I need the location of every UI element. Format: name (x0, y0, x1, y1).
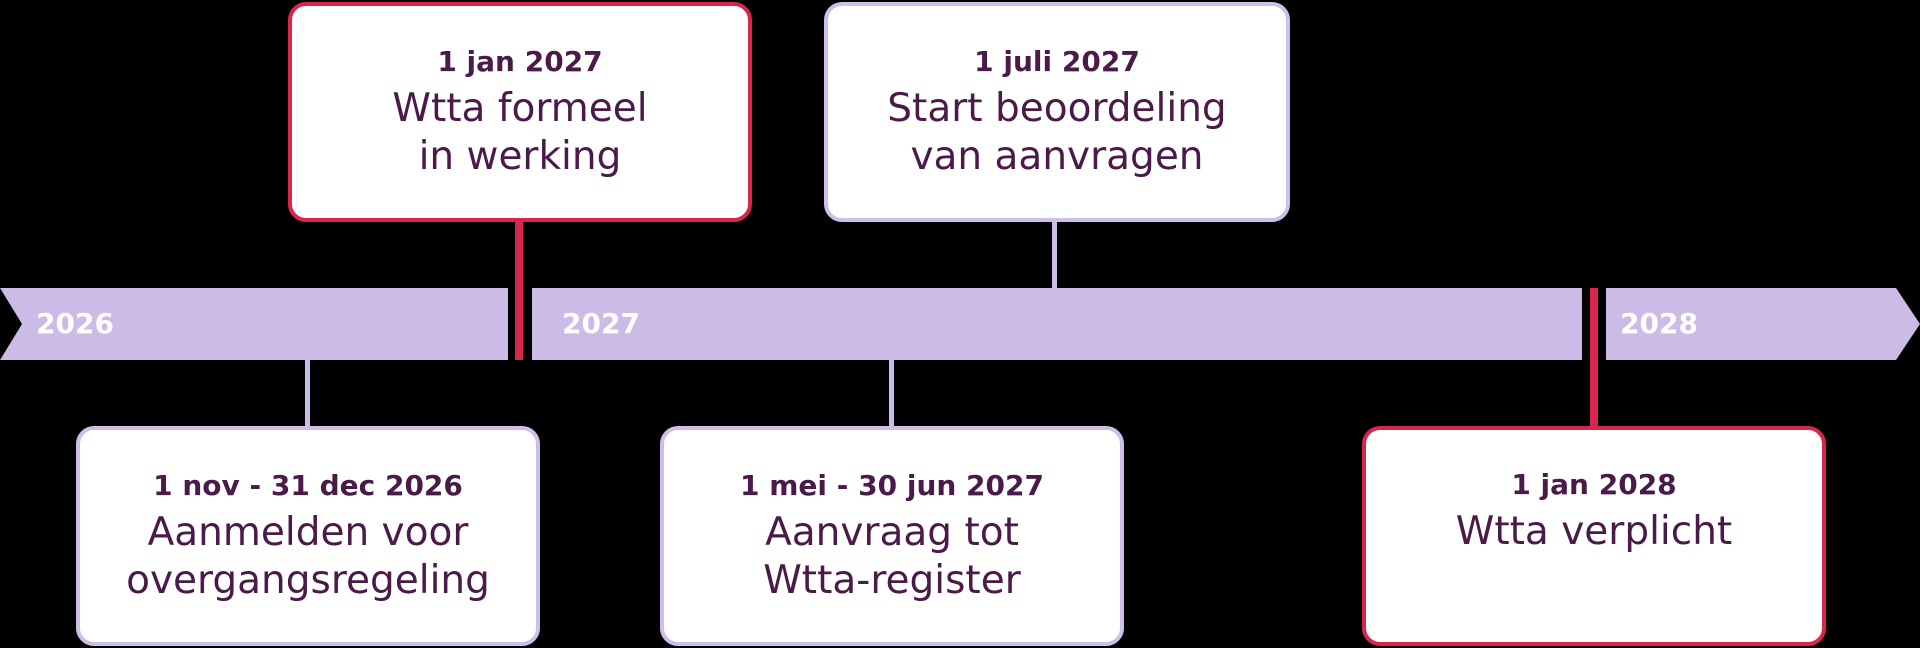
year-label-2027: 2027 (562, 307, 640, 340)
milestone-card-wtta-verplicht: 1 jan 2028 Wtta verplicht (1362, 426, 1826, 646)
milestone-date: 1 nov - 31 dec 2026 (153, 469, 463, 502)
milestone-card-aanvraag: 1 mei - 30 jun 2027 Aanvraag tot Wtta-re… (660, 426, 1124, 646)
milestone-title: Wtta formeel in werking (392, 86, 648, 179)
milestone-title: Start beoordeling van aanvragen (887, 86, 1227, 179)
divider-2027-marker (515, 220, 523, 360)
milestone-title: Aanmelden voor overgangsregeling (126, 510, 490, 603)
year-label-2026: 2026 (36, 307, 114, 340)
divider-2028-marker (1590, 288, 1598, 428)
milestone-date: 1 jan 2028 (1511, 468, 1677, 501)
milestone-date: 1 jan 2027 (437, 45, 603, 78)
milestone-card-aanmelden: 1 nov - 31 dec 2026 Aanmelden voor overg… (76, 426, 540, 646)
connector-start-beoordeling (1052, 220, 1057, 288)
milestone-title: Aanvraag tot Wtta-register (763, 510, 1021, 603)
milestone-card-wtta-formeel: 1 jan 2027 Wtta formeel in werking (288, 2, 752, 222)
milestone-date: 1 juli 2027 (974, 45, 1140, 78)
band-segment-2027 (532, 288, 1582, 360)
milestone-card-start-beoordeling: 1 juli 2027 Start beoordeling van aanvra… (824, 2, 1290, 222)
year-label-2028: 2028 (1620, 307, 1698, 340)
milestone-title: Wtta verplicht (1455, 509, 1733, 554)
milestone-date: 1 mei - 30 jun 2027 (740, 469, 1044, 502)
connector-aanvraag (889, 360, 894, 426)
connector-aanmelden (305, 360, 310, 426)
band-segment-2026 (0, 288, 508, 360)
band-segment-2028 (1606, 288, 1920, 360)
